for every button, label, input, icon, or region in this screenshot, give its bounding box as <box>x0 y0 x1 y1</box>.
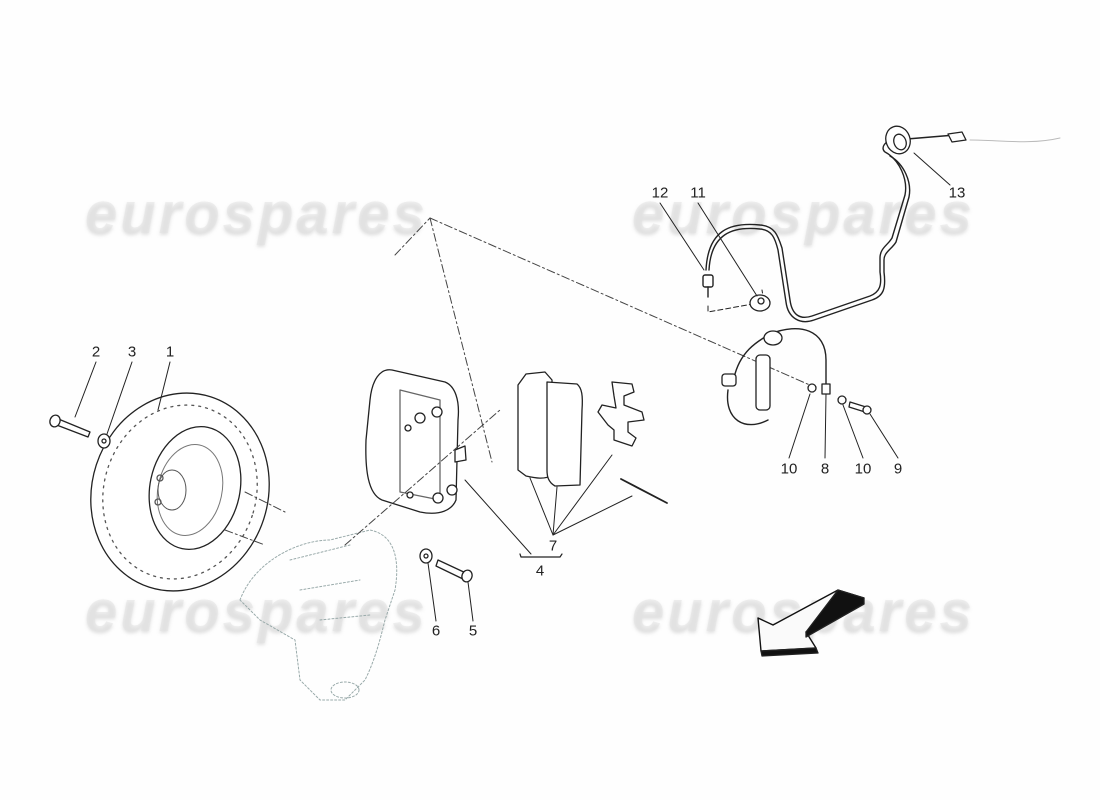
callout-9: 9 <box>893 460 903 478</box>
grommet-13-icon <box>885 125 1061 155</box>
brake-disc-icon <box>90 392 270 592</box>
callout-2: 2 <box>91 343 101 361</box>
brake-caliper-icon <box>365 369 467 514</box>
clip-11-icon <box>749 294 771 312</box>
washer-10-icon <box>807 383 817 393</box>
front-direction-arrow-icon <box>757 589 865 657</box>
callout-11: 11 <box>690 184 706 202</box>
callout-3: 3 <box>127 343 137 361</box>
screw-5-icon <box>435 559 473 583</box>
callout-13: 13 <box>948 184 966 202</box>
callout-7: 7 <box>548 537 558 555</box>
pad-spring-icon <box>597 381 645 447</box>
callout-10a: 10 <box>780 460 798 478</box>
callout-4: 4 <box>535 562 545 580</box>
screw-9-icon <box>848 401 872 415</box>
pad-pin-icon <box>620 478 668 504</box>
brake-pipe-icon <box>702 134 956 323</box>
brake-pads-icon <box>517 371 583 487</box>
washer-10b-icon <box>837 395 847 405</box>
watermark-1: eurospares <box>85 181 428 246</box>
watermark-3: eurospares <box>85 579 428 644</box>
callout-10b: 10 <box>854 460 872 478</box>
brake-hose-icon <box>721 327 827 426</box>
callout-1: 1 <box>165 343 175 361</box>
washer-3-icon <box>97 433 111 449</box>
washer-6-icon <box>419 548 433 564</box>
steering-knuckle-icon <box>239 529 398 701</box>
callout-12: 12 <box>651 184 669 202</box>
callout-5: 5 <box>468 622 478 640</box>
callout-8: 8 <box>820 460 830 478</box>
callout-6: 6 <box>431 622 441 640</box>
hose-bracket-8-icon <box>821 383 831 395</box>
watermark-2: eurospares <box>632 181 975 246</box>
screw-2-icon <box>49 414 91 438</box>
